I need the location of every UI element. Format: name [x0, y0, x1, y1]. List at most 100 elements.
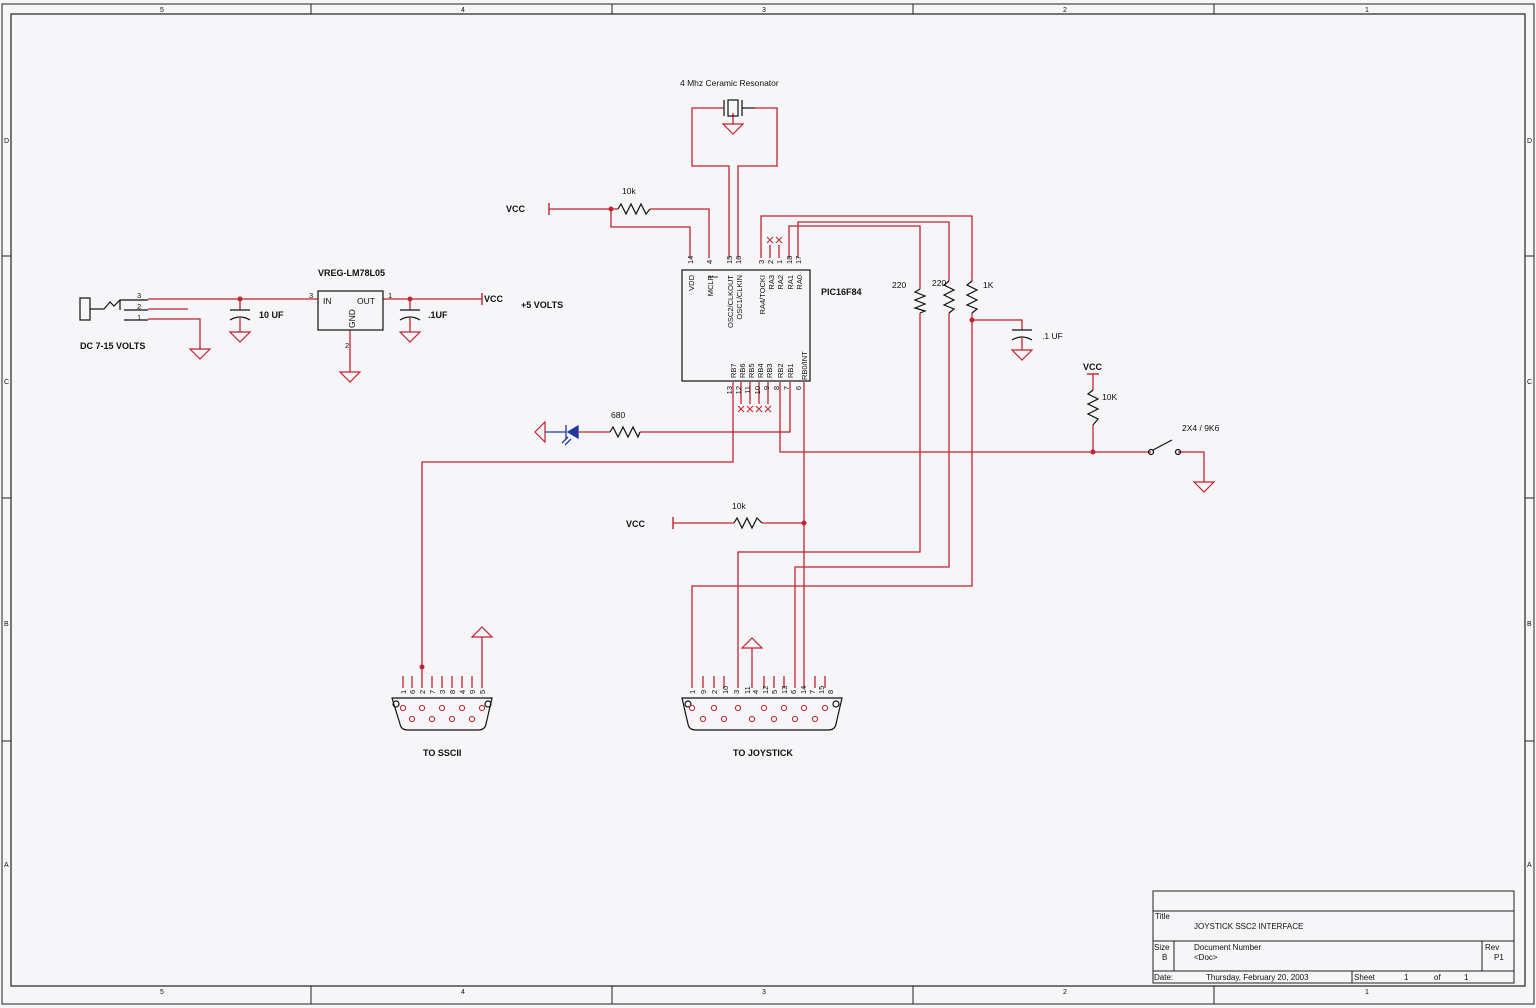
resistor-1k-label: 1K	[983, 280, 994, 290]
date-value: Thursday, February 20, 2003	[1206, 973, 1309, 982]
mcu-pin-number: 3	[757, 260, 766, 264]
title-caption: Title	[1155, 912, 1170, 921]
mcu-pin-number: 17	[794, 256, 803, 264]
cap-01uf-label: .1UF	[428, 310, 448, 320]
ground-icon	[721, 123, 745, 135]
mcu-pin-name: RB2	[776, 363, 785, 378]
sscii-pin: 4	[458, 690, 467, 694]
vcc-mclr-label: VCC	[506, 204, 526, 214]
sheet-frame	[1, 3, 1535, 1005]
mcu-pin-number: 18	[785, 256, 794, 264]
mcu-pin-number: 7	[782, 386, 791, 390]
capacitor-icon	[399, 309, 421, 321]
sheet-total: 1	[1464, 973, 1469, 982]
sscii-connector-label: TO SSCII	[423, 748, 461, 758]
regulator-name: VREG-LM78L05	[318, 268, 385, 278]
mcu-pin-name: RB6	[738, 363, 747, 378]
mcu-pin-name: RA4/TOCKI	[758, 275, 767, 314]
regulator-pin-out: 1	[388, 291, 392, 300]
joystick-connector-label: TO JOYSTICK	[733, 748, 793, 758]
row-label-left: D	[4, 138, 9, 145]
joystick-pin: 6	[789, 690, 798, 694]
regulator-pin-gnd: 2	[345, 341, 349, 350]
joystick-pin: 5	[770, 690, 779, 694]
mcu-pin-number: 6	[794, 386, 803, 390]
mcu-pin-number: 2	[766, 260, 775, 264]
cap-01uf-right-label: .1 UF	[1042, 331, 1063, 341]
sscii-pin: 7	[428, 690, 437, 694]
switch-label: 2X4 / 9K6	[1182, 423, 1220, 433]
col-label-top: 2	[1063, 7, 1067, 14]
sscii-pin: 3	[438, 690, 447, 694]
db9-connector-icon	[391, 697, 493, 731]
switch-pullup-label: 10K	[1102, 392, 1117, 402]
vcc-rb0-label: VCC	[626, 519, 646, 529]
mcu-part-name: PIC16F84	[821, 287, 862, 297]
resistor-220-label-2: 220	[932, 278, 946, 288]
joystick-pin: 14	[799, 686, 808, 694]
mcu-pin-name: OSC1/CLKIN	[735, 275, 744, 320]
regulator-in-label: IN	[323, 296, 332, 306]
joystick-pin: 3	[732, 690, 741, 694]
capacitor-icon	[229, 309, 251, 321]
mcu-pin-name: MCLR	[706, 274, 715, 296]
joystick-pin: 15	[817, 686, 826, 694]
sscii-pin: 8	[448, 690, 457, 694]
joystick-pin: 9	[699, 690, 708, 694]
mcu-pin-number: 9	[762, 386, 771, 390]
row-label-left: B	[4, 621, 9, 628]
led-resistor-label: 680	[611, 410, 625, 420]
row-label-right: C	[1527, 379, 1532, 386]
regulator-gnd-label: GND	[347, 309, 357, 328]
capacitor-icon	[1011, 329, 1033, 341]
joystick-pin: 2	[710, 690, 719, 694]
regulator-pin-in: 3	[309, 291, 313, 300]
plus5-label: +5 VOLTS	[521, 300, 563, 310]
dc-jack-label: DC 7-15 VOLTS	[80, 341, 145, 351]
col-label-bottom: 5	[160, 989, 164, 996]
sscii-pin: 5	[478, 690, 487, 694]
size-caption: Size	[1154, 943, 1170, 952]
mcu-pin-name: OSC2/CLKOUT	[726, 275, 735, 328]
regulator-body	[317, 290, 384, 331]
frame-column-labels: 5 4 3 2 1 5 4 3 2 1	[160, 7, 1369, 996]
resistor-icon	[609, 425, 641, 439]
docnum-value: <Doc>	[1194, 953, 1218, 962]
resistor-icon	[913, 288, 927, 314]
joystick-pin: 11	[743, 686, 752, 694]
mcu-pin-name: RA0	[795, 275, 804, 290]
col-label-bottom: 1	[1365, 989, 1369, 996]
mcu-pin-name: RB5	[747, 363, 756, 378]
mcu-pin-number: 14	[686, 256, 695, 264]
no-connect-marks	[737, 236, 783, 413]
mcu-pin-name: RB0/INT	[800, 351, 809, 380]
cap-10uf-label: 10 UF	[259, 310, 284, 320]
frame-row-labels: D C B A D C B A	[4, 138, 1532, 869]
led-icon	[545, 424, 579, 446]
sscii-pin: 2	[418, 690, 427, 694]
rev-caption: Rev	[1485, 943, 1499, 952]
col-label-top: 3	[762, 7, 766, 14]
pic16f84-body	[681, 269, 811, 382]
sscii-pin: 1	[399, 690, 408, 694]
junction-dots	[237, 206, 1096, 670]
mclr-resistor-label: 10k	[622, 186, 636, 196]
vcc-bars	[481, 203, 1099, 529]
row-label-right: A	[1527, 862, 1532, 869]
date-caption: Date:	[1154, 973, 1173, 982]
ground-icon	[1192, 481, 1216, 493]
vcc-switch-label: VCC	[1083, 362, 1103, 372]
of-caption: of	[1434, 973, 1441, 982]
rev-value: P1	[1494, 953, 1504, 962]
col-label-bottom: 4	[461, 989, 465, 996]
ground-icon	[338, 371, 362, 383]
vcc-out-label: VCC	[484, 294, 504, 304]
switch-icon	[1147, 439, 1182, 456]
ground-icon	[398, 331, 422, 343]
mcu-pin-name: RA2	[776, 275, 785, 290]
mcu-pin-number: 1	[775, 260, 784, 264]
sscii-pin: 6	[408, 690, 417, 694]
resistor-icon	[1086, 389, 1100, 426]
resistor-icon	[733, 516, 763, 530]
mcu-bottom-pins: RB7 RB6 RB5 RB4 RB3 RB2 RB1 RB0/INT 13 1…	[725, 351, 809, 395]
